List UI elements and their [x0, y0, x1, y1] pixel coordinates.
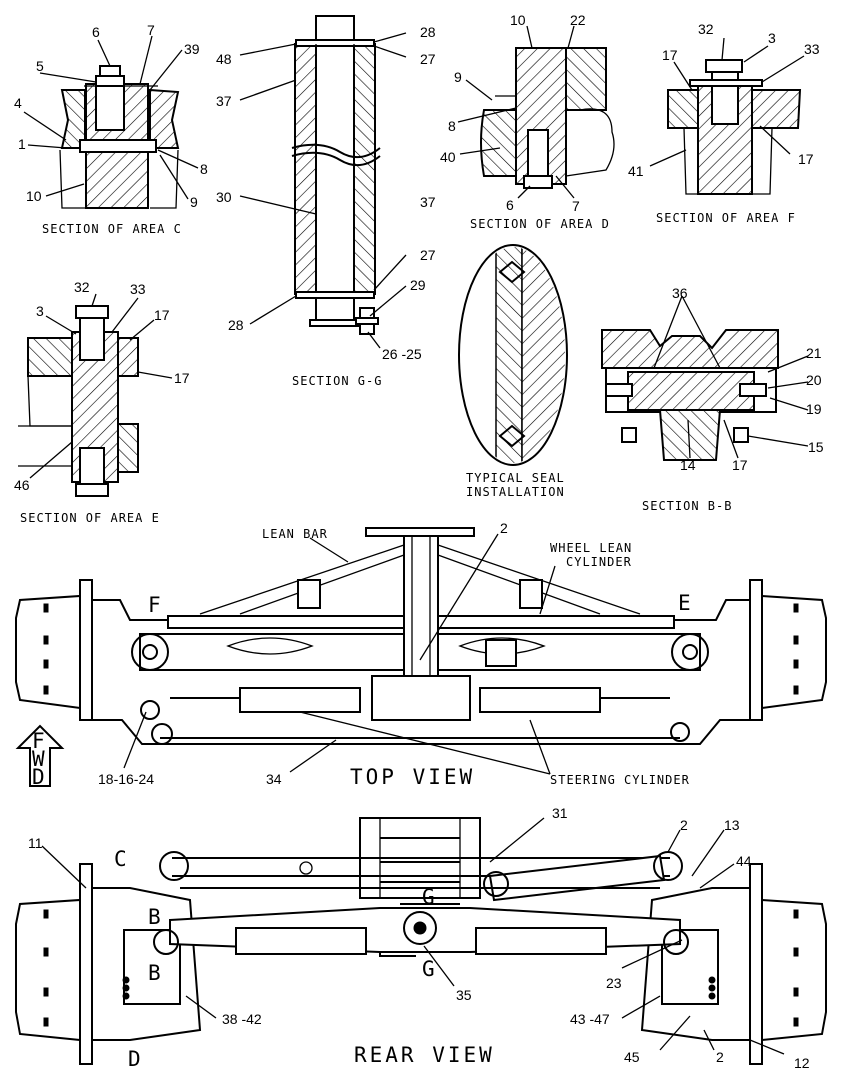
- label-lean-bar: LEAN BAR: [262, 527, 328, 541]
- callout-rear-23: 23: [606, 975, 622, 991]
- callout-c-5: 5: [36, 58, 44, 74]
- fwd-letter-d: D: [32, 765, 48, 789]
- callout-e-33: 33: [130, 281, 146, 297]
- callout-c-1: 1: [18, 136, 26, 152]
- callout-d-9: 9: [454, 69, 462, 85]
- callout-g-48: 48: [216, 51, 232, 67]
- callout-c-6: 6: [92, 24, 100, 40]
- callout-g-30: 30: [216, 189, 232, 205]
- callout-bb-36: 36: [672, 285, 688, 301]
- callout-g-29: 29: [410, 277, 426, 293]
- callout-d-40: 40: [440, 149, 456, 165]
- callout-e-17-bottom: 17: [174, 370, 190, 386]
- label-area-d: D: [128, 1047, 144, 1071]
- section-area-c: 6 7 5 39 4 1 8 10 9 SECTION OF AREA C: [14, 22, 208, 236]
- callout-rear-45: 45: [624, 1049, 640, 1065]
- callout-g-27-bottom: 27: [420, 247, 436, 263]
- callout-g-37-right: 37: [420, 194, 436, 210]
- callout-d-6: 6: [506, 197, 514, 213]
- callout-top-34: 34: [266, 771, 282, 787]
- label-g-lower: G: [422, 957, 438, 981]
- callout-bb-14: 14: [680, 457, 696, 473]
- callout-g-28-bottom: 28: [228, 317, 244, 333]
- caption-seal-line1: TYPICAL SEAL: [466, 471, 565, 485]
- callout-top-18-16-24: 18-16-24: [98, 771, 154, 787]
- section-area-f: 32 3 17 33 41 17 SECTION OF AREA F: [628, 21, 820, 225]
- label-area-c: C: [114, 847, 130, 871]
- label-area-e: E: [678, 591, 694, 615]
- top-view: LEAN BAR WHEEL LEAN CYLINDER 2 F E F W D…: [15, 520, 827, 789]
- section-b-b: 36 21 20 19 15 14 17 SECTION B-B: [601, 285, 824, 513]
- callout-bb-20: 20: [806, 372, 822, 388]
- caption-area-f: SECTION OF AREA F: [656, 211, 796, 225]
- callout-g-26-25: 26 -25: [382, 346, 422, 362]
- callout-e-32: 32: [74, 279, 90, 295]
- label-b-upper: B: [148, 905, 164, 929]
- callout-c-10: 10: [26, 188, 42, 204]
- fwd-letter-f: F: [32, 729, 48, 753]
- callout-rear-44: 44: [736, 853, 752, 869]
- callout-d-7: 7: [572, 198, 580, 214]
- rear-view-title: REAR VIEW: [354, 1043, 495, 1067]
- callout-f-32: 32: [698, 21, 714, 37]
- callout-c-4: 4: [14, 95, 22, 111]
- callout-rear-11: 11: [28, 835, 43, 851]
- caption-area-d: SECTION OF AREA D: [470, 217, 610, 231]
- callout-g-28-top: 28: [420, 24, 436, 40]
- callout-c-9: 9: [190, 194, 198, 210]
- caption-seal-line2: INSTALLATION: [466, 485, 565, 499]
- callout-d-22: 22: [570, 12, 586, 28]
- callout-rear-2-top: 2: [680, 817, 688, 833]
- callout-e-3: 3: [36, 303, 44, 319]
- callout-c-8: 8: [200, 161, 208, 177]
- caption-g-g: SECTION G-G: [292, 374, 382, 388]
- callout-f-17-bottom: 17: [798, 151, 814, 167]
- label-wheel-lean-line2: CYLINDER: [566, 555, 632, 569]
- fwd-letter-w: W: [32, 747, 48, 771]
- section-area-e: 32 33 3 17 17 46 SECTION OF AREA E: [14, 279, 190, 525]
- callout-bb-19: 19: [806, 401, 822, 417]
- callout-f-33: 33: [804, 41, 820, 57]
- callout-bb-21: 21: [806, 345, 822, 361]
- callout-g-37-left: 37: [216, 93, 232, 109]
- label-area-f: F: [148, 593, 164, 617]
- top-view-title: TOP VIEW: [350, 765, 475, 789]
- callout-rear-13: 13: [724, 817, 740, 833]
- callout-bb-17: 17: [732, 457, 748, 473]
- label-steering-cylinder: STEERING CYLINDER: [550, 773, 690, 787]
- callout-rear-43-47: 43 -47: [570, 1011, 610, 1027]
- callout-c-7: 7: [147, 22, 155, 38]
- callout-rear-38-42: 38 -42: [222, 1011, 262, 1027]
- callout-top-2: 2: [500, 520, 508, 536]
- label-wheel-lean-line1: WHEEL LEAN: [550, 541, 632, 555]
- caption-area-e: SECTION OF AREA E: [20, 511, 160, 525]
- callout-c-39: 39: [184, 41, 200, 57]
- callout-d-10: 10: [510, 12, 526, 28]
- callout-g-27-top: 27: [420, 51, 436, 67]
- caption-area-c: SECTION OF AREA C: [42, 222, 182, 236]
- callout-e-17-top: 17: [154, 307, 170, 323]
- typical-seal-installation: TYPICAL SEAL INSTALLATION: [458, 244, 568, 499]
- section-g-g: 48 28 27 37 30 37 27 28 29 26 -25 SECTIO…: [216, 15, 436, 388]
- callout-e-46: 46: [14, 477, 30, 493]
- callout-rear-2-bottom: 2: [716, 1049, 724, 1065]
- callout-bb-15: 15: [808, 439, 824, 455]
- rear-view: 11 31 2 13 44 23 35 38 -42 43 -47 45 2 1…: [15, 805, 827, 1071]
- callout-rear-12: 12: [794, 1055, 810, 1071]
- callout-f-3: 3: [768, 30, 776, 46]
- label-b-lower: B: [148, 961, 164, 985]
- callout-f-41: 41: [628, 163, 644, 179]
- callout-rear-35: 35: [456, 987, 472, 1003]
- callout-rear-31: 31: [552, 805, 568, 821]
- callout-d-8: 8: [448, 118, 456, 134]
- section-area-d: 10 22 9 8 40 6 7 SECTION OF AREA D: [440, 12, 615, 231]
- caption-b-b: SECTION B-B: [642, 499, 732, 513]
- callout-f-17-top: 17: [662, 47, 678, 63]
- label-g-upper: G: [422, 885, 438, 909]
